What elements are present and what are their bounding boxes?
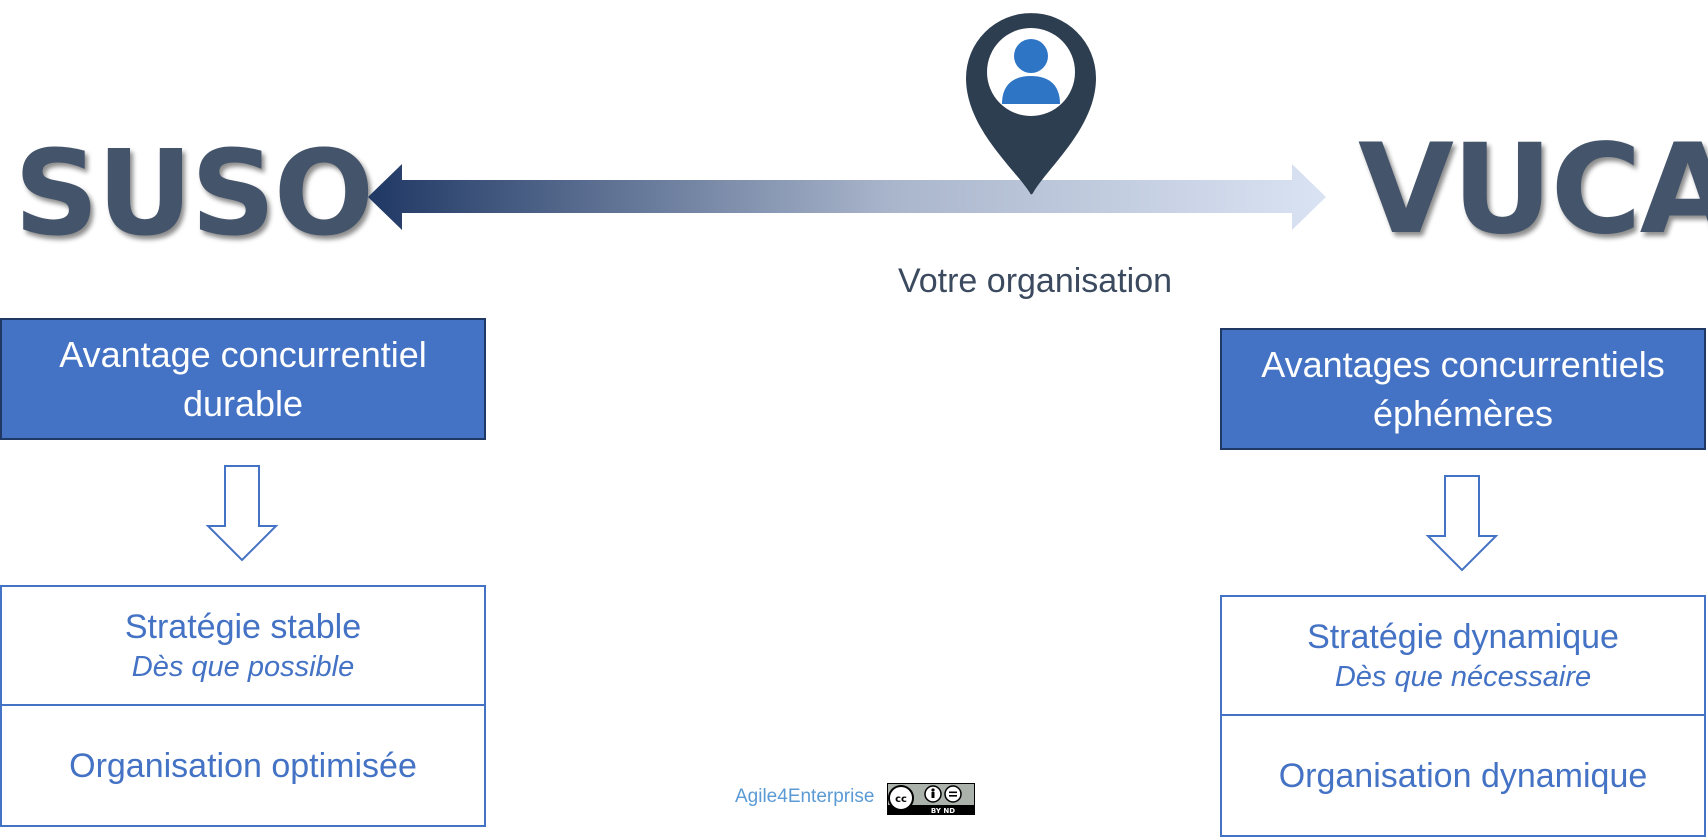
ephemeral-advantages-box: Avantages concurrentiels éphémères (1220, 328, 1706, 450)
vuca-organisation-text: Organisation dynamique (1278, 756, 1648, 795)
suso-organisation-cell: Organisation optimisée (2, 706, 484, 825)
vuca-strategy-text: Stratégie dynamique (1307, 617, 1619, 656)
double-arrow (368, 164, 1326, 230)
down-arrow-left-icon (205, 465, 279, 562)
suso-title: SUSO (14, 124, 374, 262)
sustainable-advantage-box: Avantage concurrentiel durable (0, 318, 486, 440)
down-arrow-right-icon (1425, 475, 1499, 572)
vuca-organisation-cell: Organisation dynamique (1222, 716, 1704, 835)
vuca-strategy-box: Stratégie dynamique Dès que nécessaire O… (1220, 595, 1706, 837)
map-pin-user-icon (966, 13, 1096, 195)
suso-strategy-cell: Stratégie stable Dès que possible (2, 587, 484, 706)
your-organisation-label: Votre organisation (897, 262, 1173, 300)
vuca-title: VUCA (1358, 118, 1708, 262)
suso-strategy-text: Stratégie stable (124, 607, 362, 646)
credit-text: Agile4Enterprise (735, 786, 875, 807)
vuca-strategy-cell: Stratégie dynamique Dès que nécessaire (1222, 597, 1704, 716)
svg-text:BY ND: BY ND (931, 807, 955, 815)
svg-text:cc: cc (895, 794, 907, 805)
vuca-strategy-note: Dès que nécessaire (1334, 660, 1592, 693)
cc-by-nd-icon: cc BY ND (887, 783, 975, 815)
suso-organisation-text: Organisation optimisée (69, 746, 417, 785)
suso-strategy-note: Dès que possible (131, 650, 355, 683)
suso-strategy-box: Stratégie stable Dès que possible Organi… (0, 585, 486, 827)
person-icon (1014, 39, 1048, 73)
